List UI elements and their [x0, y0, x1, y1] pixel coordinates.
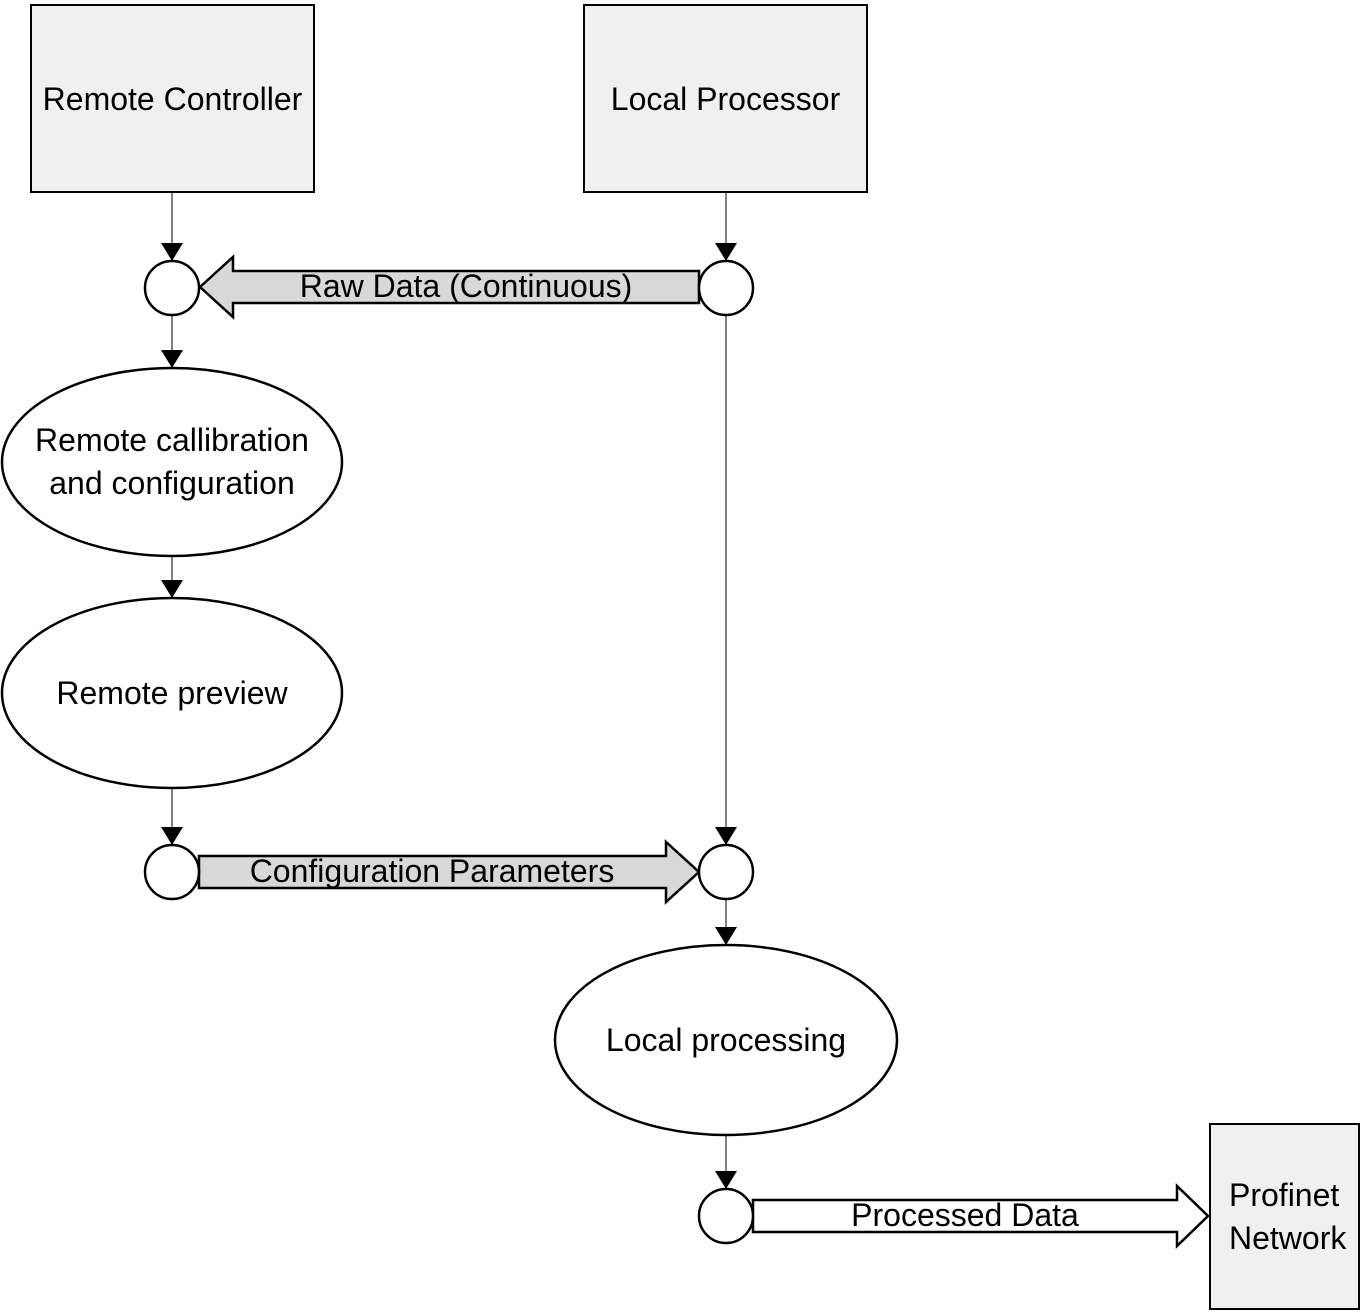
connection-circle-remote-raw: [143, 259, 201, 317]
connection-circle-local-raw: [697, 259, 755, 317]
remote-controller-label: Remote Controller: [42, 80, 303, 117]
local-processing-label: Local processing: [605, 1021, 847, 1058]
ellipse-local-processing: [553, 943, 899, 1137]
remote-calibration-label: Remote callibration and configuration: [35, 422, 309, 501]
config-params-arrow-right-icon: [197, 839, 701, 905]
connection-circle-output: [697, 1187, 755, 1245]
arrowhead-icon: [161, 350, 183, 368]
local-processor-box: Local Processor: [583, 4, 868, 193]
arrowhead-icon: [161, 827, 183, 845]
arrowhead-icon: [715, 827, 737, 845]
arrowhead-icon: [161, 580, 183, 598]
arrowhead-icon: [715, 927, 737, 945]
connection-circle-remote-config: [143, 843, 201, 901]
profinet-network-box: Profinet Network: [1209, 1123, 1360, 1310]
connector-arrowheads: [161, 243, 737, 1189]
config-params-flow-label: Configuration Parameters: [249, 853, 615, 889]
connection-circle-local-config: [697, 843, 755, 901]
raw-data-flow-label: Raw Data (Continuous): [299, 268, 633, 304]
ellipse-remote-preview: [0, 596, 344, 790]
remote-preview-label: Remote preview: [56, 674, 288, 711]
processed-data-arrow-right-icon: [751, 1183, 1210, 1249]
connection-circles: [143, 259, 755, 1245]
processed-data-flow-label: Processed Data: [851, 1197, 1079, 1233]
profinet-network-label: Profinet Network: [1229, 1176, 1347, 1256]
arrowhead-icon: [715, 243, 737, 261]
remote-controller-box: Remote Controller: [30, 4, 315, 193]
arrowhead-icon: [161, 243, 183, 261]
ellipse-remote-calibration: [0, 366, 344, 558]
local-processor-label: Local Processor: [610, 80, 841, 117]
arrowhead-icon: [715, 1171, 737, 1189]
